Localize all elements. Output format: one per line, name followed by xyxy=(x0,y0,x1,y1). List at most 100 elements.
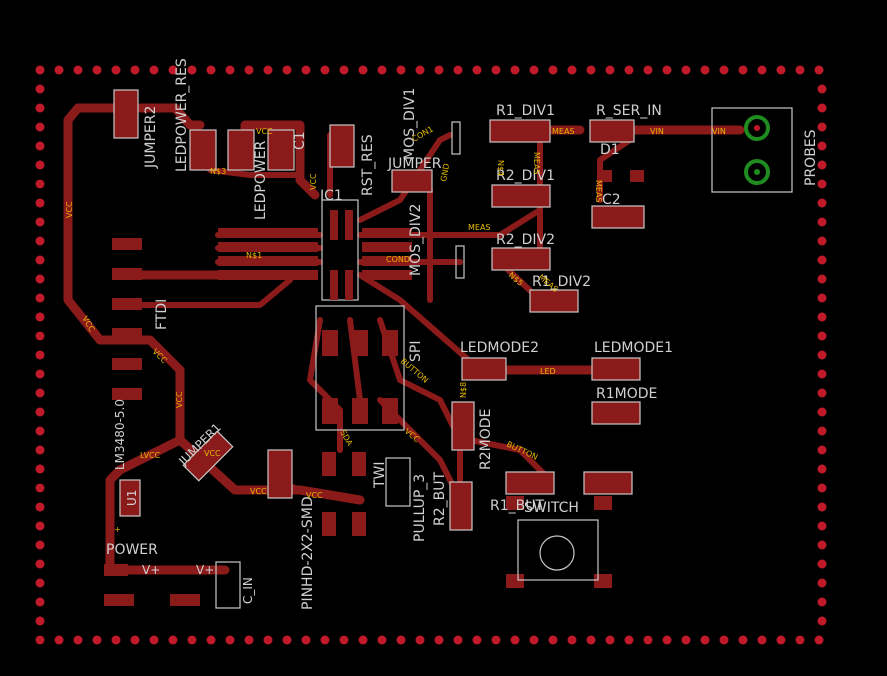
label-mos-div2: MOS_DIV2 xyxy=(408,204,424,276)
outline-dot xyxy=(73,65,83,75)
label-r1-div2: R1_DIV2 xyxy=(532,274,591,290)
outline-dot xyxy=(187,635,197,645)
outline-dot xyxy=(817,388,827,398)
label-probes: PROBES xyxy=(803,129,819,186)
outline-dot xyxy=(817,445,827,455)
net-vplus-1: V+ xyxy=(142,563,160,577)
label-u1: U1 xyxy=(125,490,139,506)
outline-dot xyxy=(35,293,45,303)
label-jumper2: JUMPER2 xyxy=(143,106,159,169)
net-meas-2: MEAS xyxy=(532,152,541,175)
outline-dot xyxy=(54,635,64,645)
net-n31: N$1 xyxy=(246,251,262,260)
outline-dot xyxy=(206,65,216,75)
outline-dot xyxy=(35,502,45,512)
outline-dot xyxy=(817,616,827,626)
outline-dot xyxy=(35,426,45,436)
outline-dot xyxy=(320,65,330,75)
net-vcc-7: VCC xyxy=(250,487,267,496)
outline-dot xyxy=(73,635,83,645)
outline-dot xyxy=(35,540,45,550)
outline-dot xyxy=(472,635,482,645)
label-ic1: IC1 xyxy=(320,188,343,204)
label-r1mode: R1MODE xyxy=(596,386,657,402)
outline-dot xyxy=(817,179,827,189)
outline-dot xyxy=(817,521,827,531)
pads xyxy=(104,89,793,609)
outline-dot xyxy=(643,635,653,645)
outline-dot xyxy=(35,521,45,531)
outline-dot xyxy=(624,635,634,645)
label-pullup3: PULLUP_3 xyxy=(412,474,428,542)
net-gnd: GND xyxy=(439,163,451,183)
outline-dot xyxy=(491,635,501,645)
outline-dot xyxy=(92,65,102,75)
net-cond: COND xyxy=(386,255,410,264)
outline-dot xyxy=(301,65,311,75)
label-r2mode: R2MODE xyxy=(478,409,494,470)
outline-dot xyxy=(817,369,827,379)
board-outline xyxy=(35,65,827,645)
outline-dot xyxy=(453,635,463,645)
outline-dot xyxy=(35,103,45,113)
outline-dot xyxy=(681,635,691,645)
outline-dot xyxy=(187,65,197,75)
label-lm3480: LM3480-5.0 xyxy=(113,399,127,470)
outline-dot xyxy=(282,65,292,75)
label-d1: D1 xyxy=(600,142,620,158)
outline-dot xyxy=(35,236,45,246)
outline-dot xyxy=(130,635,140,645)
outline-dot xyxy=(719,635,729,645)
outline-dot xyxy=(54,65,64,75)
outline-dot xyxy=(358,635,368,645)
outline-dot xyxy=(282,635,292,645)
net-vcc-1: VCC xyxy=(65,201,74,218)
outline-dot xyxy=(434,65,444,75)
outline-dot xyxy=(35,369,45,379)
outline-dot xyxy=(817,122,827,132)
outline-dot xyxy=(339,635,349,645)
label-r-ser-in: R_SER_IN xyxy=(596,103,662,119)
outline-dot xyxy=(35,160,45,170)
outline-dot xyxy=(377,635,387,645)
outline-dot xyxy=(817,274,827,284)
outline-dot xyxy=(35,274,45,284)
net-vcc-8: VCC xyxy=(306,491,323,500)
outline-dot xyxy=(320,635,330,645)
outline-dot xyxy=(168,65,178,75)
outline-dot xyxy=(35,483,45,493)
outline-dot xyxy=(35,616,45,626)
outline-dot xyxy=(586,65,596,75)
outline-dot xyxy=(35,217,45,227)
label-r2-div2: R2_DIV2 xyxy=(496,232,555,248)
outline-dot xyxy=(624,65,634,75)
outline-dot xyxy=(738,65,748,75)
outline-dot xyxy=(35,350,45,360)
outline-dot xyxy=(567,65,577,75)
outline-dot xyxy=(35,597,45,607)
outline-dot xyxy=(795,65,805,75)
net-n33: N$3 xyxy=(210,167,226,176)
net-vcc-10: VCC xyxy=(204,449,221,458)
outline-dot xyxy=(548,65,558,75)
outline-dot xyxy=(206,635,216,645)
outline-dot xyxy=(149,635,159,645)
net-n38: N$8 xyxy=(459,382,468,398)
outline-dot xyxy=(567,635,577,645)
outline-dot xyxy=(700,635,710,645)
net-pin-plus: + xyxy=(114,525,121,534)
label-ledmode1: LEDMODE1 xyxy=(594,340,673,356)
label-jumper: JUMPER xyxy=(387,156,442,172)
outline-dot xyxy=(817,293,827,303)
outline-dot xyxy=(263,635,273,645)
outline-dot xyxy=(795,635,805,645)
outline-dot xyxy=(817,198,827,208)
outline-dot xyxy=(510,65,520,75)
outline-dot xyxy=(35,65,45,75)
label-switch: SWITCH xyxy=(524,500,579,516)
net-led: LED xyxy=(540,367,556,376)
outline-dot xyxy=(472,65,482,75)
outline-dot xyxy=(415,635,425,645)
net-vcc-3: VCC xyxy=(151,347,169,365)
